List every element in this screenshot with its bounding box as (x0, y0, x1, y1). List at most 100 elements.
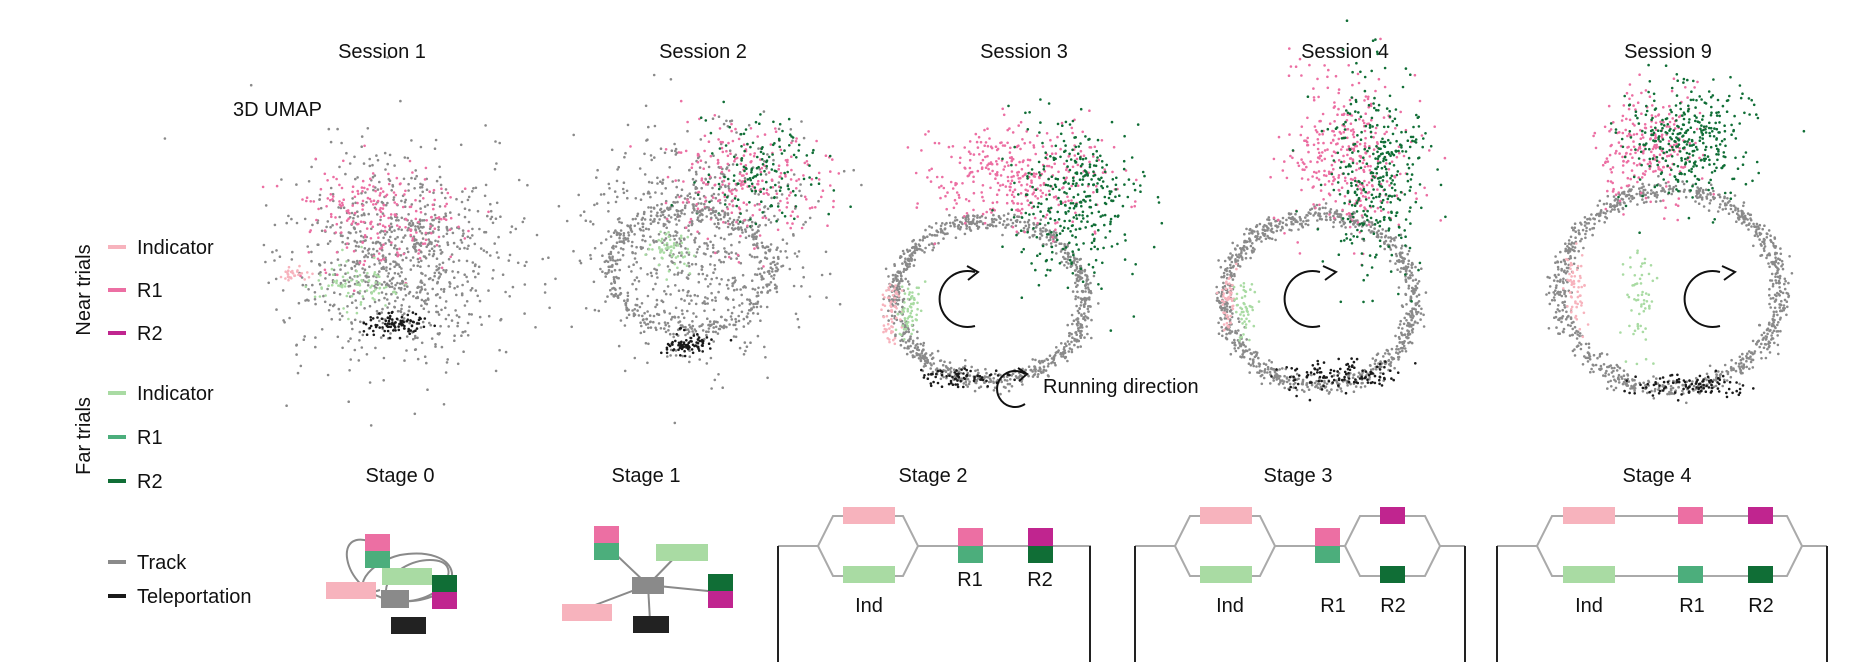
stage-2-far-indicator-box (843, 566, 895, 583)
s9-near-ind-points (1562, 242, 1590, 339)
stage-0-near-indicator-box (326, 582, 376, 599)
legend-near-title: Near trials (73, 244, 95, 335)
umap-scatter-clouds (163, 19, 1806, 427)
stage-3-r1-label: R1 (1320, 595, 1346, 617)
session-title-2: Session 2 (659, 41, 747, 63)
stage-2-r1-label: R1 (957, 569, 983, 591)
stage-0-far-r2-box (432, 575, 457, 592)
s2-near-r1-points (629, 99, 841, 268)
stage-0-teleport-box (391, 617, 426, 634)
s2-far-r2-points (670, 100, 852, 228)
stage-2-near-indicator-box (843, 507, 895, 524)
rotation-arrow-session-3 (938, 265, 980, 328)
stage-1-near-indicator-box (562, 604, 612, 621)
stage-4-far-r2-box (1748, 566, 1773, 583)
s4-far-r2-points (1291, 19, 1447, 304)
stage-1-near-r2-box (708, 591, 733, 608)
stage-0-far-indicator-box (382, 568, 432, 585)
stage-3-diagram: Ind R1 R2 (1134, 507, 1466, 662)
stage-4-ind-label: Ind (1575, 595, 1603, 617)
stage-2-far-r2-box (1028, 546, 1053, 563)
legend-far-title: Far trials (73, 397, 95, 475)
rotation-arrow-session-4 (1283, 265, 1338, 328)
s2-teleport-points (660, 326, 733, 358)
stage-4-far-indicator-box (1563, 566, 1615, 583)
s3-near-r1-points (906, 107, 1138, 246)
stage-1-near-r1-box (594, 526, 619, 543)
stage-4-near-indicator-box (1563, 507, 1615, 524)
stage-2-r2-label: R2 (1027, 569, 1053, 591)
stage-title-0: Stage 0 (366, 465, 435, 487)
s4-near-ind-points (1215, 262, 1238, 332)
stage-1-teleport-box (633, 616, 669, 633)
s3-teleport-points (920, 367, 1016, 389)
stage-0-diagram (326, 534, 457, 634)
stage-3-near-indicator-box (1200, 507, 1252, 524)
stage-title-2: Stage 2 (899, 465, 968, 487)
stage-0-track-box (381, 590, 409, 608)
s1-track-points (163, 56, 616, 427)
stage-3-far-r1-box (1315, 546, 1340, 563)
rotation-arrow-session-9 (1683, 265, 1737, 328)
stage-1-track-box (632, 577, 664, 594)
stage-1-far-r2-box (708, 574, 733, 591)
stage-4-near-r2-box (1748, 507, 1773, 524)
s4-track-ring (1215, 202, 1428, 395)
legend-far-r2: R2 (137, 471, 163, 493)
running-direction-icon (996, 367, 1029, 408)
stage-2-ind-label: Ind (855, 595, 883, 617)
stage-4-r2-label: R2 (1748, 595, 1774, 617)
stage-title-3: Stage 3 (1264, 465, 1333, 487)
stage-3-far-indicator-box (1200, 566, 1252, 583)
s9-teleport-points (1623, 369, 1755, 402)
s9-track-ring (1545, 174, 1794, 405)
stage-4-near-r1-box (1678, 507, 1703, 524)
stage-0-far-r1-box (365, 551, 390, 568)
session-title-1: Session 1 (338, 41, 426, 63)
stage-2-near-r1-box (958, 528, 983, 546)
session-title-4: Session 4 (1301, 41, 1389, 63)
s1-far-ind-points (304, 245, 408, 321)
s2-track-ring (592, 194, 783, 343)
session-title-9: Session 9 (1624, 41, 1712, 63)
s9-far-ind-points (1619, 249, 1659, 366)
session-title-3: Session 3 (980, 41, 1068, 63)
s3-far-r2-points (991, 98, 1164, 332)
legend-track: Track (137, 552, 187, 574)
s1-teleport-points (362, 310, 437, 340)
s4-far-ind-points (1232, 282, 1261, 342)
stage-0-near-r2-box (432, 592, 457, 609)
stage-3-ind-label: Ind (1216, 595, 1244, 617)
stage-title-1: Stage 1 (612, 465, 681, 487)
stage-4-diagram: Ind R1 R2 (1496, 507, 1828, 662)
s1-near-ind-points (279, 264, 314, 282)
s2-far-ind-points (644, 230, 696, 281)
umap-label: 3D UMAP (233, 99, 322, 121)
s3-far-ind-points (894, 280, 927, 341)
legend-far-indicator: Indicator (137, 383, 214, 405)
stage-2-diagram: Ind R1 R2 (777, 507, 1091, 662)
legend-near-r1: R1 (137, 280, 163, 302)
legend-near-indicator: Indicator (137, 237, 214, 259)
legend-teleportation: Teleportation (137, 586, 252, 608)
stage-1-far-r1-box (594, 543, 619, 560)
s1-near-r1-points (261, 144, 490, 293)
stage-2-far-r1-box (958, 546, 983, 563)
stage-3-near-r2-box (1380, 507, 1405, 524)
s9-far-r2-points (1609, 63, 1806, 234)
stage-1-far-indicator-box (656, 544, 708, 561)
stage-0-near-r1-box (365, 534, 390, 551)
stage-3-near-r1-box (1315, 528, 1340, 546)
stage-title-4: Stage 4 (1623, 465, 1692, 487)
s2-track-points (523, 73, 863, 425)
stage-2-near-r2-box (1028, 528, 1053, 546)
stage-4-r1-label: R1 (1679, 595, 1705, 617)
stage-3-r2-label: R2 (1380, 595, 1406, 617)
s4-teleport-points (1270, 357, 1417, 402)
s3-near-ind-points (880, 283, 904, 346)
legend-far-r1: R1 (137, 427, 163, 449)
stage-1-diagram (562, 526, 733, 633)
stage-3-far-r2-box (1380, 566, 1405, 583)
stage-4-far-r1-box (1678, 566, 1703, 583)
